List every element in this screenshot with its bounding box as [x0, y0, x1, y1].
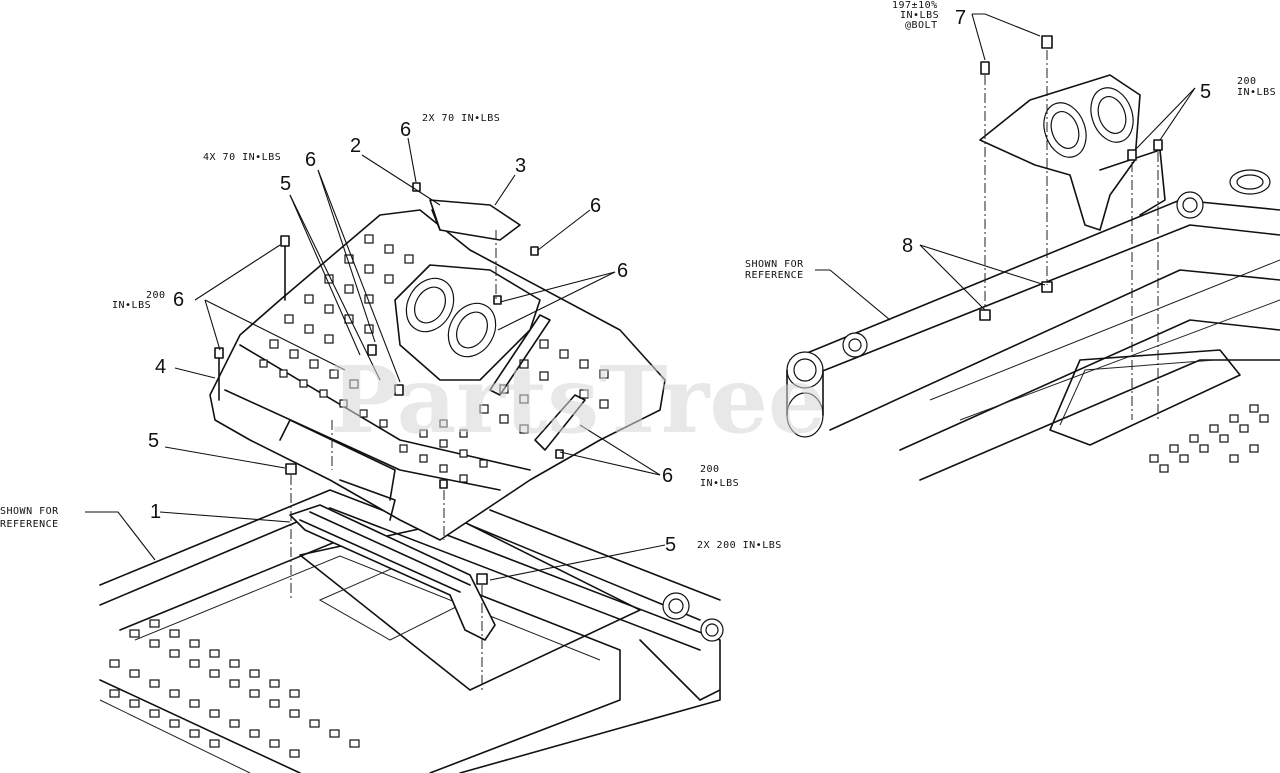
- callout-7: 7: [955, 7, 966, 29]
- callout-6-top: 6: [400, 119, 411, 141]
- callout-6-upper-left: 6: [305, 149, 316, 171]
- note-mid-200: 200: [700, 464, 720, 475]
- note-torque-7-1: 197±10%: [892, 0, 938, 11]
- part-2-plate: [394, 264, 586, 451]
- callout-6-upper-right: 6: [590, 195, 601, 217]
- note-ref-left-2: REFERENCE: [0, 519, 59, 530]
- callout-numbers: 1 2 3 4 5 5 5 5 6 6 6 6 6 6 7 8: [148, 7, 1211, 556]
- watermark: PartsTree: [330, 346, 826, 454]
- callout-6-left: 6: [173, 289, 184, 311]
- callout-6-right: 6: [617, 260, 628, 282]
- seat-hole-grid: [259, 234, 609, 483]
- note-torque-7-3: @BOLT: [905, 20, 938, 31]
- callout-5-top: 5: [280, 173, 291, 195]
- torque-notes: 2X 70 IN•LBS 4X 70 IN•LBS 200 IN•LBS 200…: [0, 0, 1276, 551]
- callout-8: 8: [902, 235, 913, 257]
- left-assembly: [85, 137, 724, 773]
- note-right-200-units: IN•LBS: [1237, 87, 1276, 98]
- callout-5-left: 5: [148, 430, 159, 452]
- note-mid-200-units: IN•LBS: [700, 478, 739, 489]
- callout-5-right: 5: [1200, 81, 1211, 103]
- part-3-cover: [429, 199, 521, 241]
- callout-1: 1: [150, 501, 161, 523]
- note-2x-70: 2X 70 IN•LBS: [422, 113, 500, 124]
- right-leaders: [815, 13, 1196, 321]
- note-ref-left-1: SHOWN FOR: [0, 506, 59, 517]
- note-left-200: 200: [146, 290, 166, 301]
- note-ref-right-2: REFERENCE: [745, 270, 804, 281]
- left-alignment-lines: [290, 230, 497, 690]
- callout-3: 3: [515, 155, 526, 177]
- note-ref-right-1: SHOWN FOR: [745, 259, 804, 270]
- lower-floor-grid: [109, 619, 360, 758]
- callout-4: 4: [155, 356, 166, 378]
- right-assembly: [786, 13, 1280, 481]
- right-floor-grid: [1149, 404, 1269, 473]
- left-fasteners: [214, 182, 564, 585]
- callout-6-bottom: 6: [662, 465, 673, 487]
- left-leaders: [85, 137, 666, 581]
- right-alignment-lines: [984, 50, 1159, 420]
- note-4x-70: 4X 70 IN•LBS: [203, 152, 281, 163]
- callout-5-bottom: 5: [665, 534, 676, 556]
- note-right-200: 200: [1237, 76, 1257, 87]
- part-7-bracket: [979, 74, 1166, 231]
- note-left-200-units: IN•LBS: [112, 300, 151, 311]
- right-reference-frame: [786, 169, 1280, 481]
- note-2x-200: 2X 200 IN•LBS: [697, 540, 782, 551]
- callout-2: 2: [350, 135, 361, 157]
- part-1-bracket: [289, 504, 496, 641]
- left-reference-frame: [99, 489, 724, 773]
- note-torque-7-2: IN•LBS: [900, 10, 939, 21]
